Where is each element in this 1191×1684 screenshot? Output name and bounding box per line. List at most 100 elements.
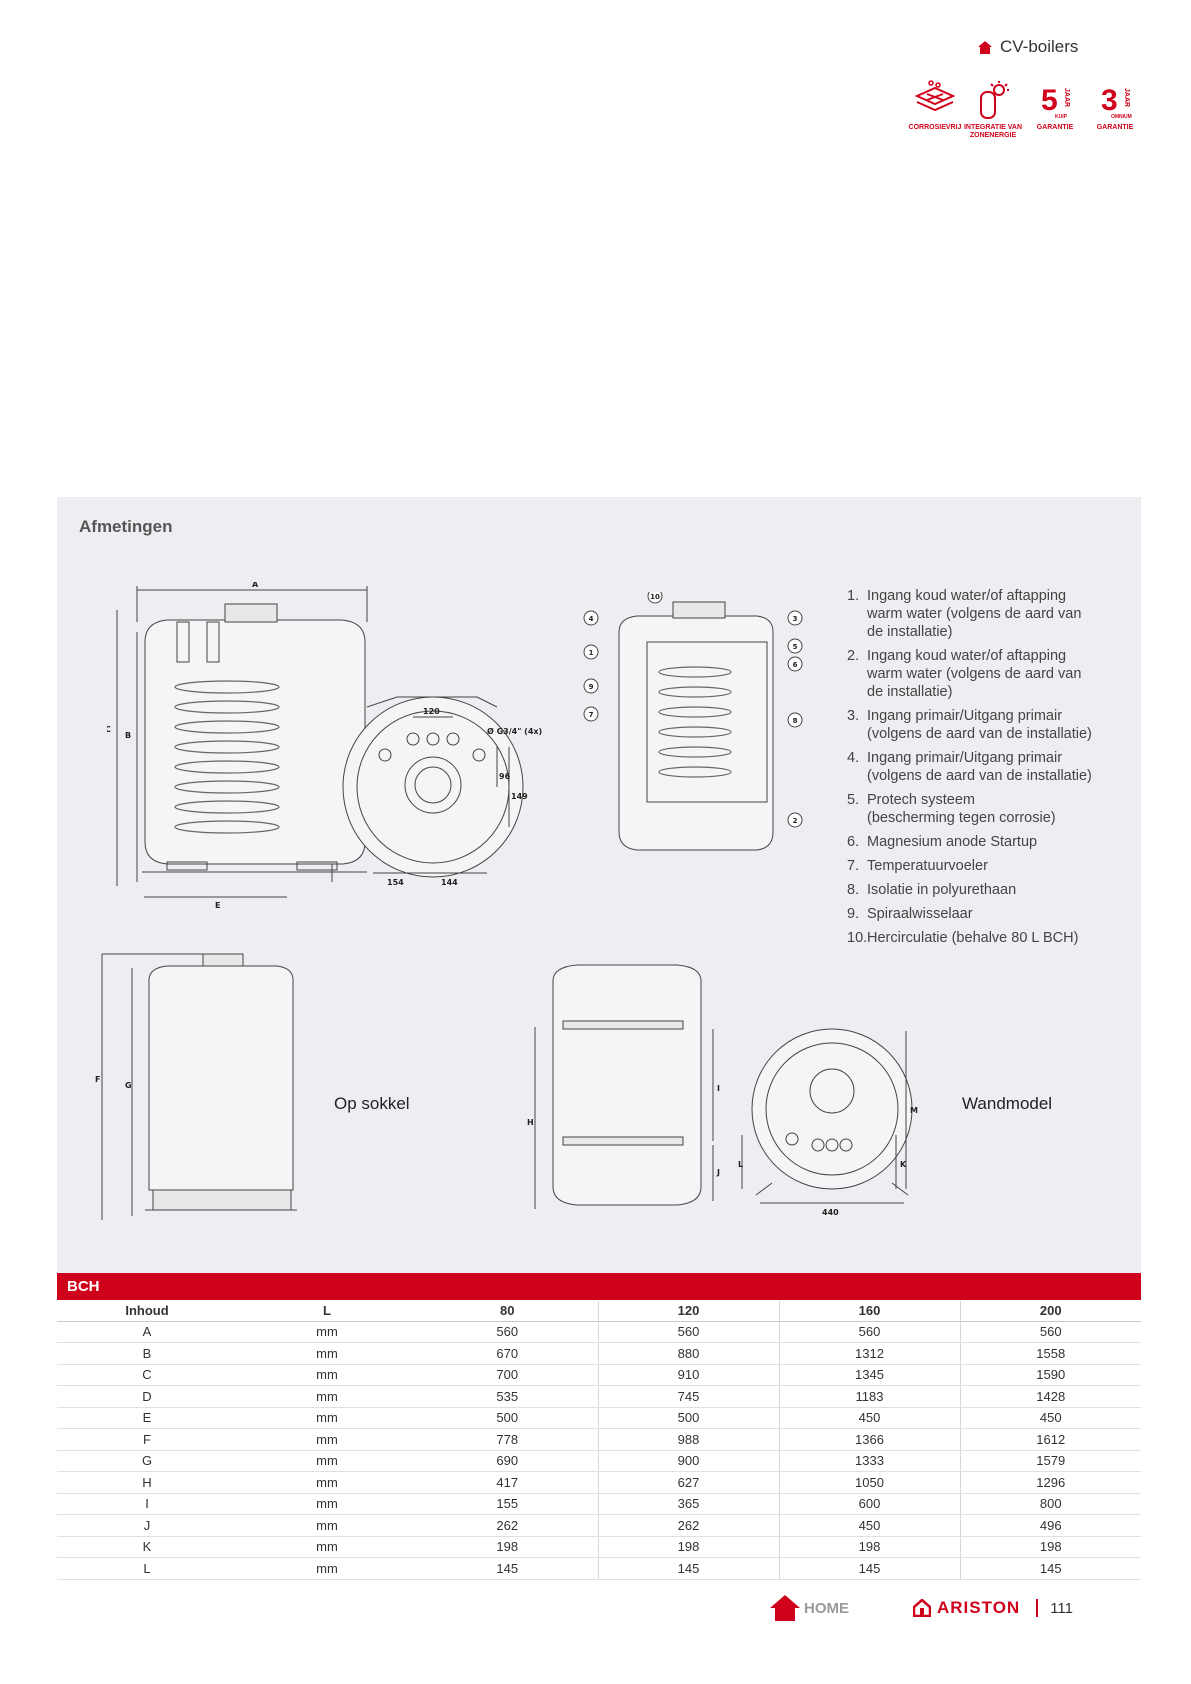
dim-label-a: A bbox=[252, 582, 259, 589]
table-cell: 145 bbox=[597, 1557, 779, 1580]
table-cell: mm bbox=[237, 1450, 417, 1472]
table-cell: mm bbox=[237, 1493, 417, 1515]
top-view-drawing: 120 Ø G3/4" (4x) 96 149 154 144 bbox=[342, 696, 542, 887]
dim-label-440: 440 bbox=[822, 1208, 839, 1217]
table-cell: mm bbox=[237, 1385, 417, 1408]
dim-label-f: F bbox=[95, 1075, 100, 1084]
table-cell: 1612 bbox=[959, 1428, 1141, 1451]
wall-front-drawing: L K M 440 bbox=[738, 1028, 918, 1217]
front-view-drawing: A C B D E bbox=[107, 582, 376, 910]
table-cell: 560 bbox=[417, 1321, 598, 1343]
badge-label: CORROSIEVRIJ bbox=[908, 124, 962, 131]
col-header: 80 bbox=[417, 1301, 598, 1322]
table-cell: 365 bbox=[597, 1493, 779, 1515]
legend-item: 7. Temperatuurvoeler bbox=[847, 857, 1137, 875]
legend-num: 1. bbox=[847, 588, 860, 604]
dim-label-m: M bbox=[910, 1106, 918, 1115]
dimensions-panel: Afmetingen A C B D E bbox=[57, 497, 1141, 1273]
table-cell: 1345 bbox=[778, 1364, 960, 1386]
badge-label: INTEGRATIE VAN ZONENERGIE bbox=[963, 124, 1023, 139]
callout-num: 8 bbox=[793, 717, 798, 725]
table-cell: 670 bbox=[417, 1342, 598, 1365]
table-cell: 1590 bbox=[959, 1364, 1141, 1386]
table-cell: F bbox=[57, 1428, 237, 1451]
col-header: 160 bbox=[778, 1301, 960, 1322]
legend-num: 2. bbox=[847, 648, 860, 664]
table-cell: A bbox=[57, 1321, 237, 1343]
table-cell: 1050 bbox=[778, 1471, 960, 1494]
feature-badges: CORROSIEVRIJ INTEGRATIE VAN ZONENERGIE 5… bbox=[905, 80, 1145, 160]
dim-label-c: C bbox=[107, 725, 111, 734]
legend-item: 5.Protech systeem (bescherming tegen cor… bbox=[847, 791, 1137, 827]
table-cell: 690 bbox=[417, 1450, 598, 1472]
warranty-scope: KUIP bbox=[1055, 114, 1068, 120]
table-cell: 1312 bbox=[778, 1342, 960, 1365]
table-cell: 450 bbox=[959, 1407, 1141, 1429]
table-cell: 778 bbox=[417, 1428, 598, 1451]
legend-text: Ingang primair/Uitgang primair (volgens … bbox=[867, 708, 1092, 742]
caption-floor-model: Op sokkel bbox=[334, 1094, 410, 1113]
category-header: CV-boilers bbox=[978, 37, 1078, 57]
table-cell: 1579 bbox=[959, 1450, 1141, 1472]
corrosion-free-icon bbox=[914, 80, 956, 112]
caption-wall-model: Wandmodel bbox=[962, 1094, 1053, 1113]
page-number: 111 bbox=[1050, 1599, 1074, 1617]
table-cell: K bbox=[57, 1536, 237, 1558]
table-cell: 198 bbox=[417, 1536, 598, 1558]
table-cell: 145 bbox=[959, 1557, 1141, 1580]
table-cell: 145 bbox=[417, 1557, 598, 1580]
dim-label-e: E bbox=[215, 901, 220, 910]
callout-num: 6 bbox=[793, 661, 798, 669]
table-cell: L bbox=[57, 1557, 237, 1580]
badge-label: GARANTIE bbox=[1036, 124, 1074, 131]
footer: HOME ARISTON 111 bbox=[770, 1593, 1073, 1623]
legend-item: 4.Ingang primair/Uitgang primair (volgen… bbox=[847, 749, 1137, 785]
legend-num: 5. bbox=[847, 792, 860, 808]
warranty-scope: OMNIUM bbox=[1111, 114, 1132, 120]
category-label: CV-boilers bbox=[1000, 37, 1079, 56]
legend-num: 3. bbox=[847, 708, 860, 724]
table-header-row: Inhoud L 80 120 160 200 bbox=[57, 1301, 1141, 1322]
table-cell: 198 bbox=[778, 1536, 960, 1558]
table-cell: 500 bbox=[417, 1407, 598, 1429]
dim-label-96: 96 bbox=[499, 772, 511, 781]
component-legend: 1.Ingang koud water/of aftapping warm wa… bbox=[847, 587, 1137, 953]
table-cell: 155 bbox=[417, 1493, 598, 1515]
table-cell: mm bbox=[237, 1536, 417, 1558]
dim-label-k: K bbox=[900, 1160, 907, 1169]
col-header: L bbox=[237, 1301, 417, 1322]
dim-label-g: G bbox=[125, 1081, 132, 1090]
legend-text: Temperatuurvoeler bbox=[867, 858, 988, 874]
footer-divider bbox=[1036, 1599, 1039, 1617]
dim-label-120: 120 bbox=[423, 707, 440, 716]
solar-integration-icon bbox=[980, 81, 1009, 119]
table-cell: 560 bbox=[778, 1321, 960, 1343]
table-cell: 496 bbox=[959, 1514, 1141, 1537]
home-icon bbox=[770, 1595, 800, 1621]
callout-num: 10 bbox=[650, 593, 660, 601]
dim-label-149: 149 bbox=[511, 792, 528, 801]
ariston-logo-icon bbox=[913, 1599, 931, 1617]
thread-label: Ø G3/4" (4x) bbox=[487, 726, 542, 736]
home-link[interactable]: HOME bbox=[770, 1595, 849, 1621]
legend-num: 7. bbox=[847, 858, 860, 874]
table-cell: G bbox=[57, 1450, 237, 1472]
table-cell: mm bbox=[237, 1407, 417, 1429]
wall-side-drawing: H I J bbox=[527, 964, 720, 1209]
legend-item: 10.Hercirculatie (behalve 80 L BCH) bbox=[847, 929, 1137, 947]
callout-num: 1 bbox=[589, 649, 594, 657]
warranty-unit: JAAR bbox=[1063, 88, 1070, 107]
legend-text: Ingang primair/Uitgang primair (volgens … bbox=[867, 750, 1092, 784]
warranty-years: 3 bbox=[1101, 84, 1118, 117]
table-cell: 262 bbox=[597, 1514, 779, 1537]
home-label: HOME bbox=[804, 1599, 849, 1617]
table-cell: mm bbox=[237, 1428, 417, 1451]
dim-label-i: I bbox=[717, 1084, 720, 1093]
table-cell: I bbox=[57, 1493, 237, 1515]
table-cell: J bbox=[57, 1514, 237, 1537]
legend-text: Isolatie in polyurethaan bbox=[867, 882, 1017, 898]
